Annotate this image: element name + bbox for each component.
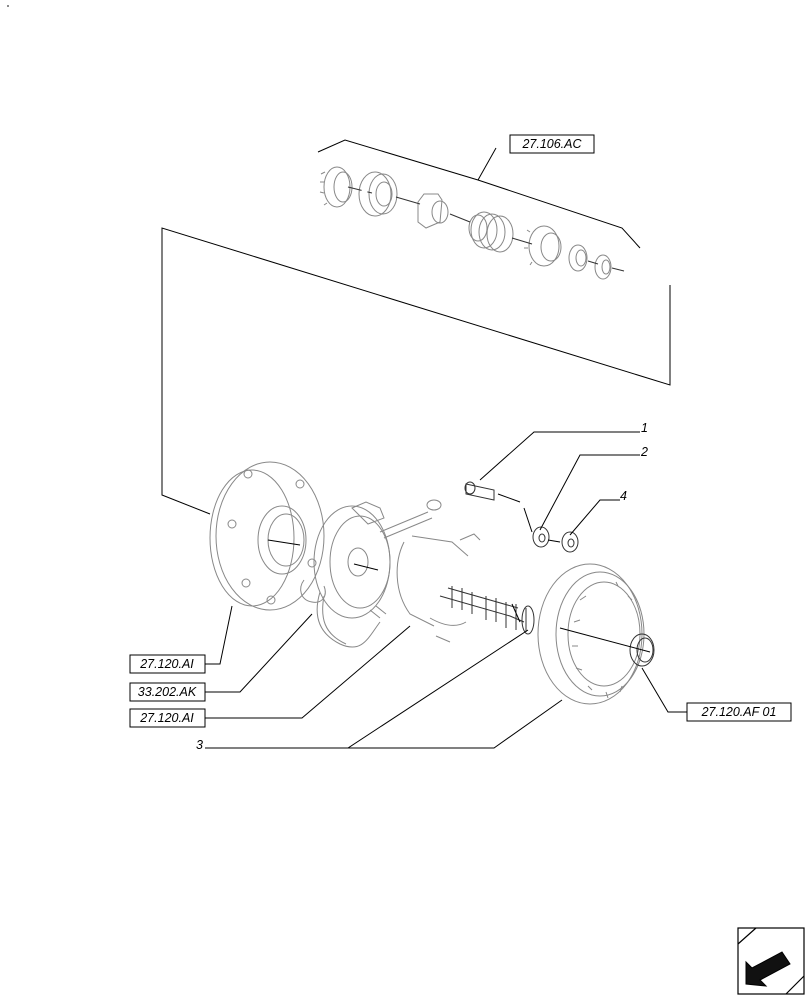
arrow-back-icon[interactable] [737,927,805,995]
reference-housing[interactable]: 27.120.AI [129,654,206,674]
corner-dot [7,5,9,7]
top-assembly-group [317,139,641,280]
reference-top-label: 27.106.AC [521,137,582,151]
reference-top[interactable]: 27.106.AC [509,134,595,154]
callout-2: 2 [640,445,648,459]
reference-sensor[interactable]: 33.202.AK [129,682,206,702]
reference-shield-label: 27.120.AI [139,711,194,725]
leader-lines [205,431,687,749]
reference-shield[interactable]: 27.120.AI [129,708,206,728]
callout-3: 3 [196,738,203,752]
reference-sensor-label: 33.202.AK [138,685,197,699]
callout-4: 4 [620,489,627,503]
top-assembly-parts [319,166,625,280]
reference-snap-ring[interactable]: 27.120.AF 01 [686,702,792,722]
reference-snap-ring-label: 27.120.AF 01 [701,705,777,719]
reference-housing-label: 27.120.AI [139,657,194,671]
assembly-frame-line [161,227,671,515]
main-assembly-parts [209,461,655,705]
callout-1: 1 [641,421,648,435]
